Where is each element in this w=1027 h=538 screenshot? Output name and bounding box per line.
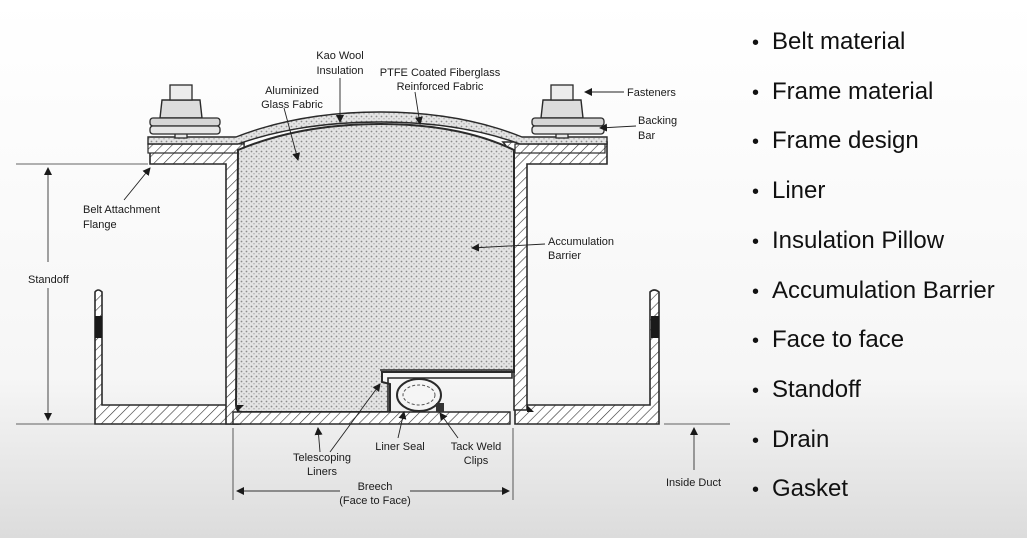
list-item: • Belt material [752, 18, 1027, 68]
breech-dimension [232, 428, 514, 500]
tack-weld-clip [436, 403, 444, 412]
telescoping-label-1: Telescoping [293, 452, 351, 464]
list-item-text: Drain [772, 425, 830, 453]
list-item-text: Frame material [772, 77, 934, 105]
standoff-dimension [16, 163, 148, 425]
belt-fabric [147, 111, 608, 145]
bullet-icon: • [752, 479, 760, 502]
list-item-text: Liner [772, 177, 826, 205]
liner-seal-label: Liner Seal [375, 441, 425, 453]
bullet-icon: • [752, 81, 760, 104]
fasteners-label: Fasteners [627, 87, 676, 99]
right-bolt-assembly [531, 84, 605, 139]
insulation-pillow [234, 122, 515, 413]
left-duct-wall [94, 289, 239, 425]
kao-wool-label-2: Insulation [316, 65, 363, 77]
expansion-joint-diagram: Kao Wool Insulation PTFE Coated Fibergla… [16, 50, 730, 507]
list-item: • Insulation Pillow [752, 217, 1027, 267]
list-item-text: Frame design [772, 127, 919, 155]
list-item: • Face to face [752, 316, 1027, 366]
list-item-text: Insulation Pillow [772, 226, 945, 254]
bullet-icon: • [752, 280, 760, 303]
list-item: • Frame design [752, 117, 1027, 167]
bullet-icon: • [752, 379, 760, 402]
liner-seal [396, 378, 442, 412]
right-gasket [651, 316, 659, 338]
backing-bar-label-1: Backing [638, 115, 677, 127]
accumulation-label-1: Accumulation [548, 236, 614, 248]
bullet-icon: • [752, 429, 760, 452]
telescoping-label-2: Liners [307, 466, 337, 478]
ptfe-label-1: PTFE Coated Fiberglass [380, 67, 501, 79]
list-item-text: Standoff [772, 375, 861, 403]
ptfe-label-2: Reinforced Fabric [397, 81, 484, 93]
bullet-icon: • [752, 32, 760, 54]
list-item-text: Gasket [772, 475, 849, 503]
list-item-text: Face to face [772, 326, 905, 354]
list-item-text: Accumulation Barrier [772, 276, 995, 304]
bullet-icon: • [752, 230, 760, 253]
breech-label-2: (Face to Face) [339, 495, 411, 507]
right-flange-plate [514, 143, 606, 154]
belt-flange-label-1: Belt Attachment [83, 204, 160, 216]
bullet-icon: • [752, 181, 760, 204]
inside-duct-label: Inside Duct [666, 477, 721, 489]
bullet-icon: • [752, 330, 760, 353]
design-factors-list: • Belt material • Frame material • Frame de… [752, 18, 1027, 515]
right-frame [501, 141, 608, 411]
list-item: • Frame material [752, 68, 1027, 118]
backing-bar-label-2: Bar [638, 130, 655, 142]
belt-flange-label-2: Flange [83, 219, 117, 231]
breech-label-1: Breech [358, 481, 393, 493]
list-item: • Drain [752, 416, 1027, 466]
aluminized-label-2: Glass Fabric [261, 99, 323, 111]
list-item: • Gasket [752, 465, 1027, 515]
telescoping-liner [232, 411, 511, 425]
kao-wool-label-1: Kao Wool [316, 50, 364, 62]
standoff-label: Standoff [28, 274, 70, 286]
list-item: • Liner [752, 167, 1027, 217]
left-gasket [95, 316, 102, 338]
left-bolt-assembly [149, 84, 221, 139]
tack-weld-label-2: Clips [464, 455, 489, 467]
inner-liner [380, 369, 513, 412]
accumulation-label-2: Barrier [548, 250, 581, 262]
leader-lines [123, 78, 637, 453]
aluminized-label-1: Aluminized [265, 85, 319, 97]
list-item: • Accumulation Barrier [752, 267, 1027, 317]
right-duct-wall [514, 289, 660, 425]
left-flange-plate [147, 143, 245, 154]
list-item-text: Belt material [772, 28, 906, 55]
list-item: • Standoff [752, 366, 1027, 416]
inside-duct-dimension [664, 423, 730, 470]
bullet-icon: • [752, 131, 760, 154]
tack-weld-label-1: Tack Weld [451, 441, 502, 453]
